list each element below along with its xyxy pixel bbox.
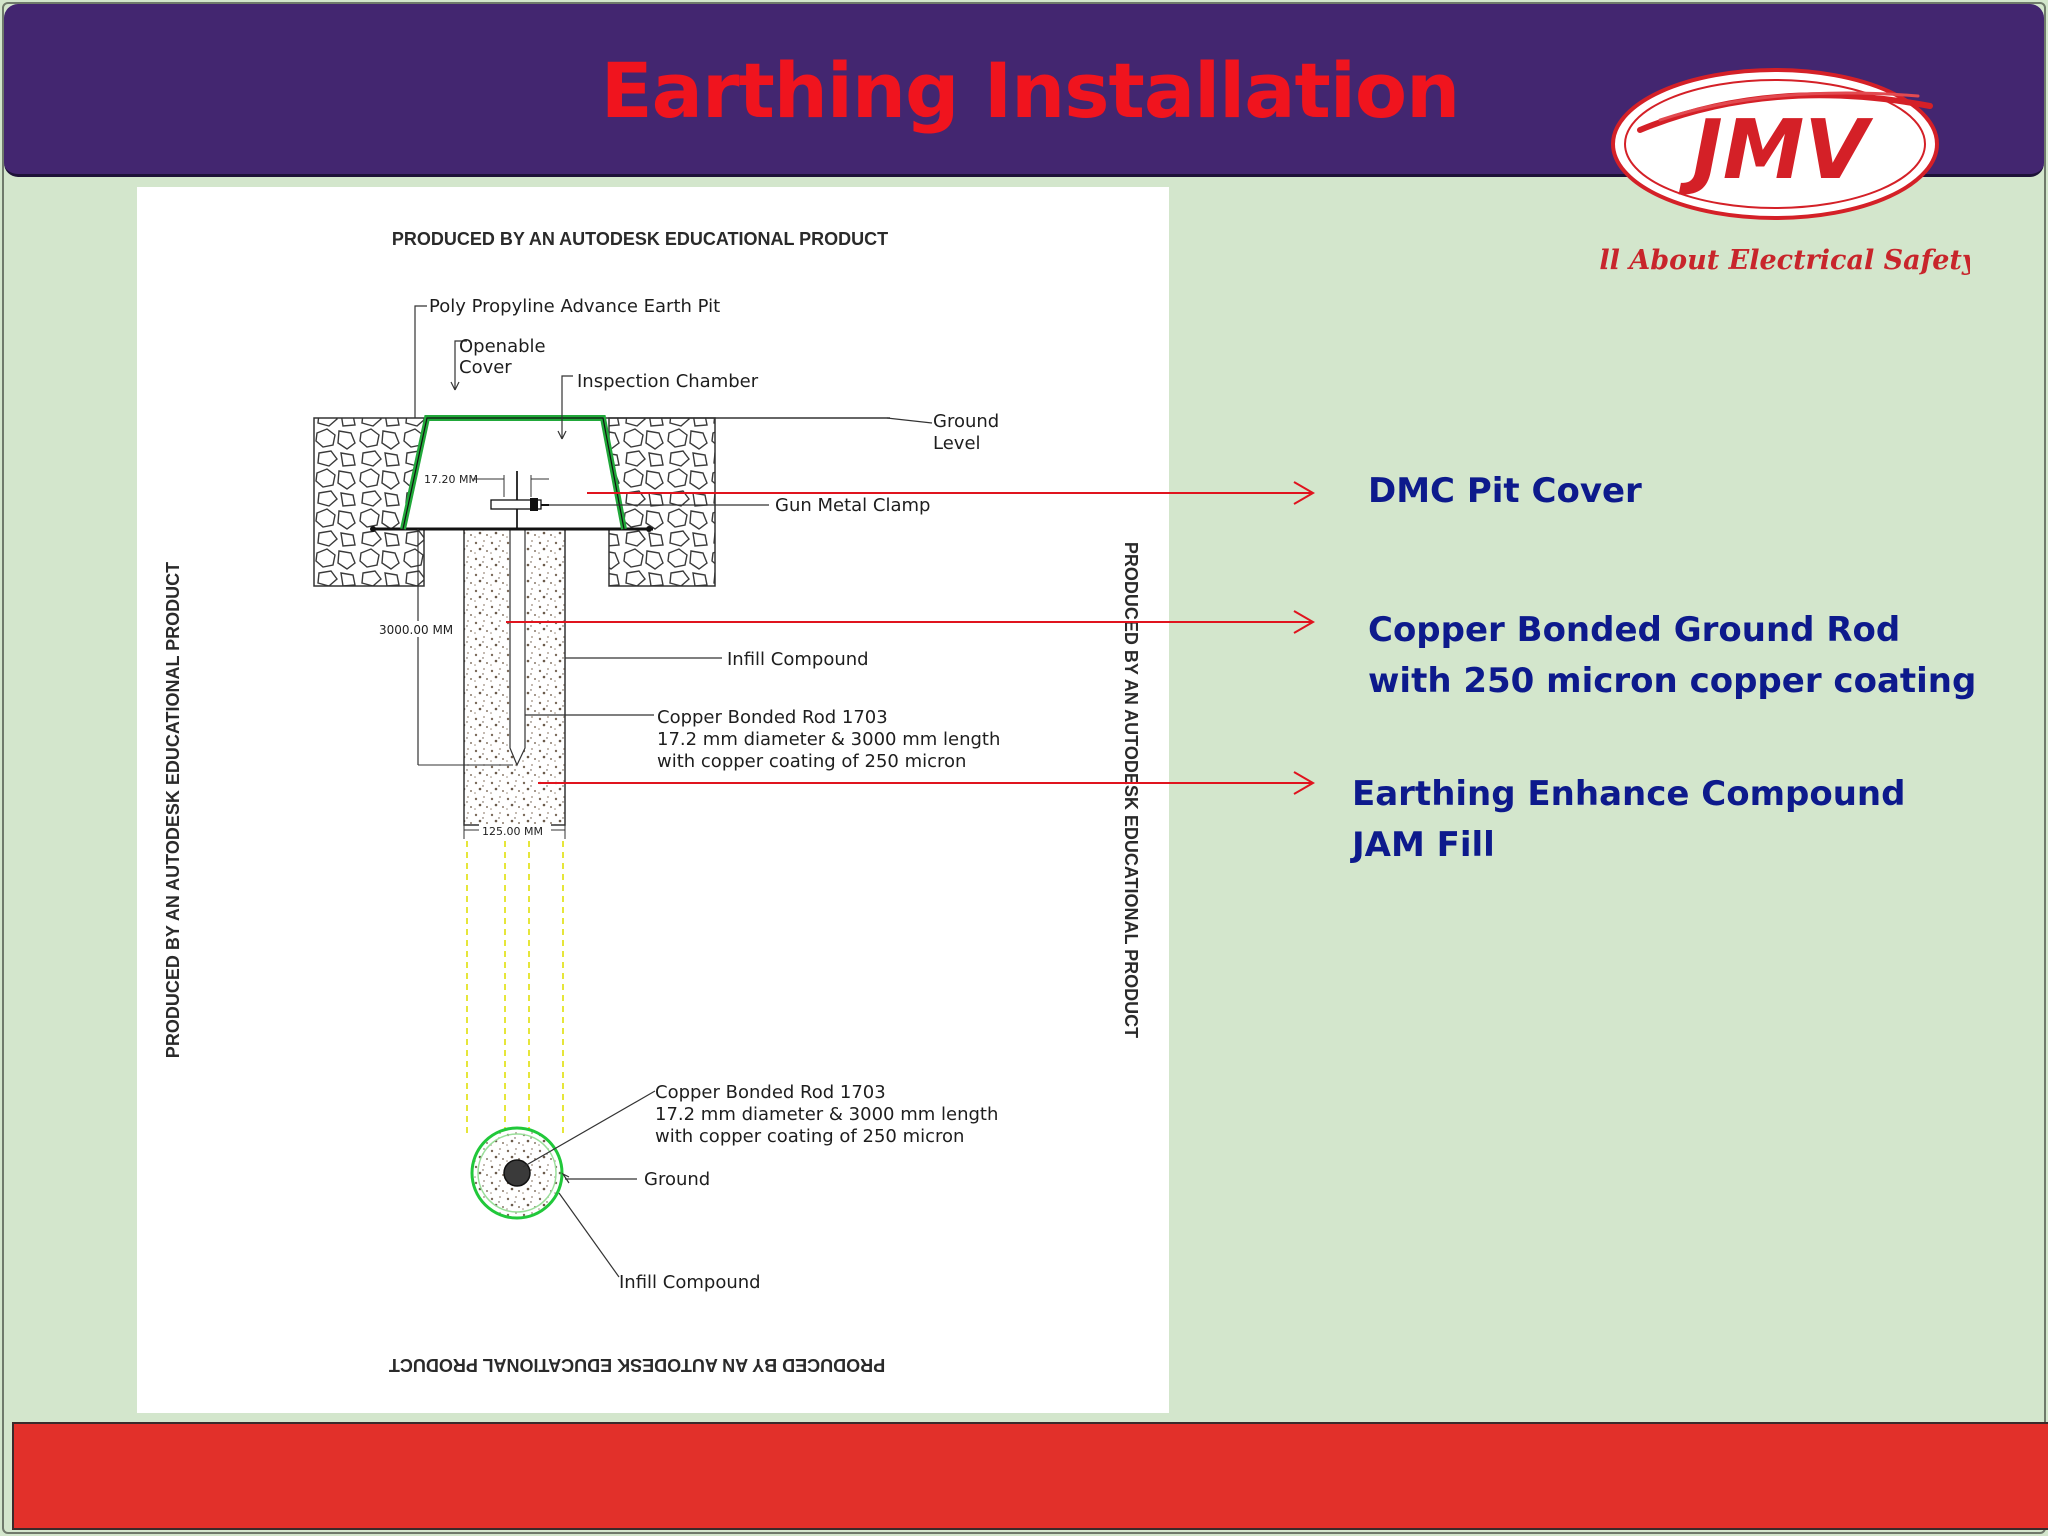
label-infill: Infill Compound	[727, 649, 869, 670]
callout-compound-line-1: Earthing Enhance Compound	[1352, 774, 1906, 814]
plan-label-infill: Infill Compound	[619, 1272, 761, 1293]
soil-left	[313, 417, 425, 587]
label-rod-2: 17.2 mm diameter & 3000 mm length	[657, 729, 1000, 750]
callout-pit-cover-text: DMC Pit Cover	[1368, 471, 1642, 511]
callout-ground-rod-line-2: with 250 micron copper coating	[1368, 661, 1977, 701]
callout-compound: Earthing Enhance Compound JAM Fill	[1352, 769, 1905, 871]
plan-label-rod-1: Copper Bonded Rod 1703	[655, 1082, 886, 1103]
watermark-left: PRODUCED BY AN AUTODESK EDUCATIONAL PROD…	[163, 562, 183, 1058]
label-ground-level-1: Ground	[933, 411, 999, 432]
dim-top-label: 17.20 MM	[424, 473, 478, 486]
plan-label-rod-3: with copper coating of 250 micron	[655, 1126, 964, 1147]
copper-rod	[509, 528, 526, 767]
callout-ground-rod: Copper Bonded Ground Rod with 250 micron…	[1368, 605, 1976, 707]
callout-compound-line-2: JAM Fill	[1352, 825, 1495, 865]
plan-label-ground: Ground	[644, 1169, 710, 1190]
label-rod-3: with copper coating of 250 micron	[657, 751, 966, 772]
label-ground-level-2: Level	[933, 433, 981, 454]
callout-pit-cover: DMC Pit Cover	[1368, 466, 1642, 517]
footer-band	[12, 1422, 2048, 1530]
dim-depth-label: 3000.00 MM	[379, 623, 453, 637]
label-clamp: Gun Metal Clamp	[775, 495, 930, 516]
watermark-right: PRODUCED BY AN AUTODESK EDUCATIONAL PROD…	[1121, 542, 1141, 1038]
plan-label-rod-2: 17.2 mm diameter & 3000 mm length	[655, 1104, 998, 1125]
watermark-bottom: PRODUCED BY AN AUTODESK EDUCATIONAL PROD…	[389, 1355, 885, 1375]
drawing-sheet: PRODUCED BY AN AUTODESK EDUCATIONAL PROD…	[137, 187, 1169, 1413]
label-earth-pit: Poly Propyline Advance Earth Pit	[429, 296, 720, 317]
label-inspection-chamber: Inspection Chamber	[577, 371, 759, 392]
logo-wordmark: JMV	[1678, 103, 1873, 198]
label-rod-1: Copper Bonded Rod 1703	[657, 707, 888, 728]
label-openable-2: Cover	[459, 357, 512, 378]
dim-width-label: 125.00 MM	[482, 825, 543, 838]
logo-tagline: All About Electrical Safety	[1600, 245, 1970, 276]
label-openable-1: Openable	[459, 336, 546, 357]
callout-ground-rod-line-1: Copper Bonded Ground Rod	[1368, 610, 1901, 650]
slide-title: Earthing Installation	[600, 46, 1460, 135]
jmv-logo: JMV All About Electrical Safety	[1575, 66, 1980, 286]
earthing-diagram: PRODUCED BY AN AUTODESK EDUCATIONAL PROD…	[163, 229, 1141, 1375]
watermark-top: PRODUCED BY AN AUTODESK EDUCATIONAL PROD…	[392, 229, 888, 249]
plan-view-rod	[503, 1159, 531, 1187]
soil-right	[608, 417, 716, 587]
